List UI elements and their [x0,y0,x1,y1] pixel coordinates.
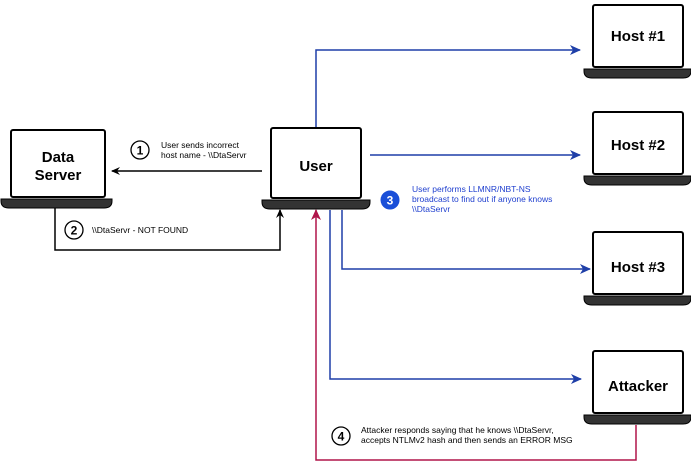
step-4-badge: 4 [331,426,351,446]
arrow-user-to-host1 [315,45,581,128]
user-label: User [299,158,333,175]
laptop-attacker: Attacker [583,350,691,425]
step-4-text-line2: accepts NTLMv2 hash and then sends an ER… [361,435,573,445]
data-server-label-line2: Server [35,167,82,184]
step-1-text-line1: User sends incorrect [161,140,240,150]
arrow-user-to-attacker [329,210,582,384]
host1-label: Host #1 [611,28,665,45]
data-server-label-line1: Data [42,149,75,166]
host3-label: Host #3 [611,259,665,276]
attacker-label: Attacker [608,378,668,395]
laptop-host3: Host #3 [583,231,691,306]
arrow-user-to-host3 [341,210,591,274]
laptop-host2: Host #2 [583,111,691,186]
arrow-dataserver-to-user [54,207,284,251]
laptop-data-server: Data Server [0,129,113,209]
step-3-text-line3: \\DtaServr [412,204,450,214]
step-3-text-line1: User performs LLMNR/NBT-NS [412,184,531,194]
step-2-badge: 2 [64,220,84,240]
step-2-number: 2 [71,224,78,238]
laptop-user: User [261,127,371,210]
step-1-badge: 1 [130,140,150,160]
step-3-badge: 3 [380,190,400,210]
step-4-number: 4 [338,430,345,444]
step-1-text-line2: host name - \\DtaServr [161,150,247,160]
step-3-text-line2: broadcast to find out if anyone knows [412,194,552,204]
step-4-text-line1: Attacker responds saying that he knows \… [361,425,554,435]
step-2-text-line1: \\DtaServr - NOT FOUND [92,225,188,235]
laptop-host1: Host #1 [583,4,691,79]
host2-label: Host #2 [611,137,665,154]
arrow-attacker-to-user [311,209,637,461]
step-1-number: 1 [137,144,144,158]
step-3-number: 3 [387,194,394,208]
